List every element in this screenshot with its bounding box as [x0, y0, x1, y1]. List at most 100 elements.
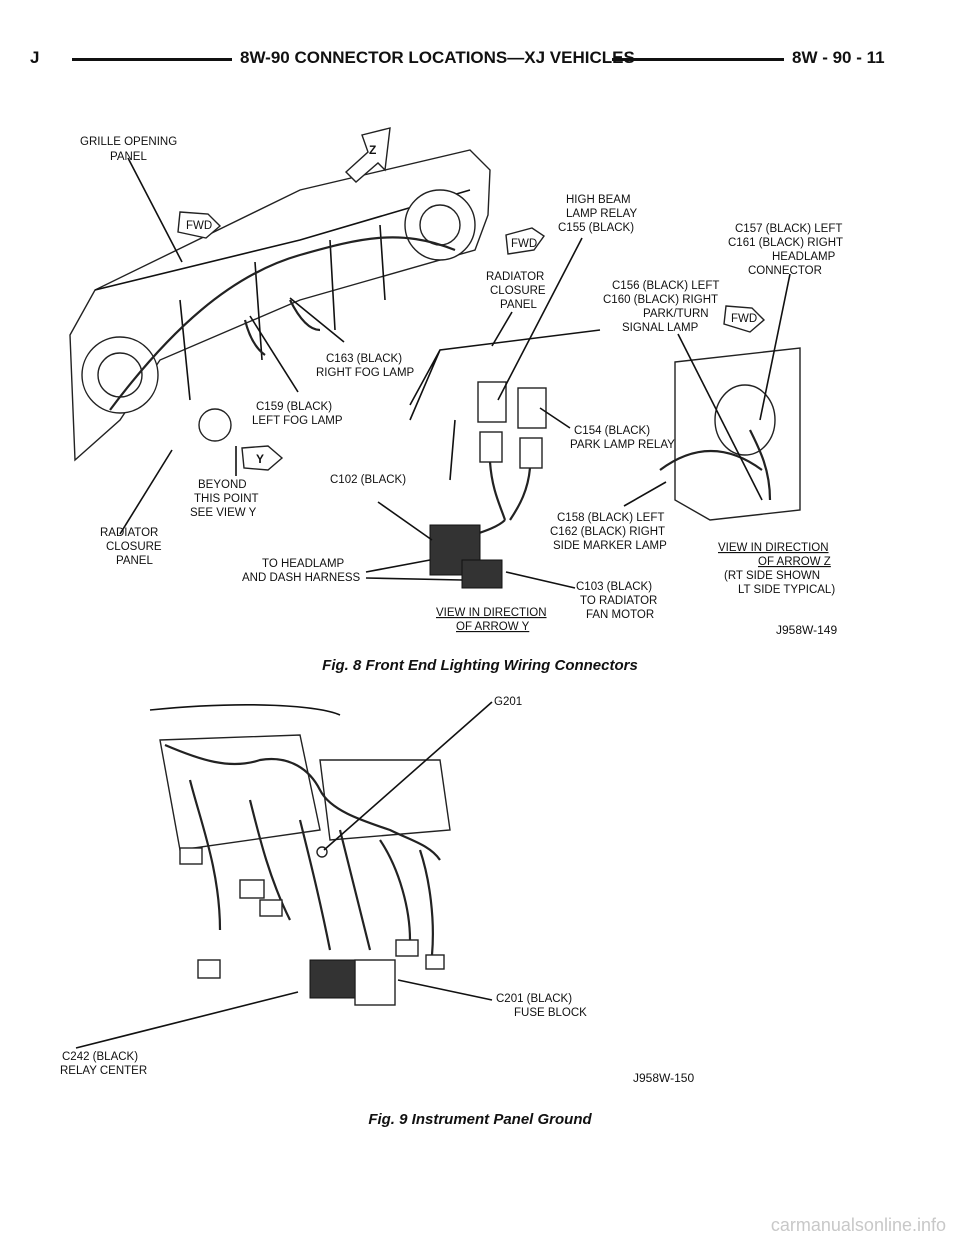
header-page-number: 8W - 90 - 11 — [792, 48, 885, 67]
leader-c159 — [249, 315, 299, 393]
header-title: 8W-90 CONNECTOR LOCATIONS—XJ VEHICLES — [240, 48, 635, 67]
panel-harness-wire — [109, 236, 456, 411]
relay-connector-2 — [519, 437, 543, 469]
label-view-y-l2: OF ARROW Y — [456, 621, 530, 633]
fwd-arrow-icon-1 — [177, 211, 222, 239]
ip-connector-4 — [197, 959, 221, 979]
park-lamp-relay — [517, 387, 547, 429]
fog-lamp-wire-left — [243, 319, 266, 356]
label-rcp-l3: PANEL — [500, 299, 537, 311]
leader-c158 — [623, 481, 667, 507]
leader-c242 — [75, 991, 299, 1049]
figure-8-front-end-lighting: Z FWD FWD FWD Y — [0, 110, 960, 650]
label-c158-l3: SIDE MARKER LAMP — [553, 540, 667, 552]
ip-harness-branch-4 — [338, 829, 372, 951]
right-headlamp-inner — [419, 204, 461, 246]
label-c158-l1: C158 (BLACK) LEFT — [557, 512, 664, 524]
label-c156-l1: C156 (BLACK) LEFT — [612, 280, 719, 292]
dash-panel-right — [319, 759, 451, 841]
label-c103-l1: C103 (BLACK) — [576, 581, 652, 593]
leader-radiator-closure-2 — [119, 449, 173, 535]
leader-to-headlamp-2 — [365, 577, 463, 581]
ip-connector-1 — [179, 847, 203, 865]
figure-9-instrument-panel-ground: G201 C201 (BLACK) FUSE BLOCK C242 (BLACK… — [0, 690, 960, 1100]
dash-top-edge — [149, 704, 341, 716]
arrow-z-letter: Z — [369, 143, 376, 157]
arrow-y-icon — [241, 445, 284, 471]
label-c154-l1: C154 (BLACK) — [574, 425, 650, 437]
fwd-label-1: FWD — [186, 220, 212, 232]
ip-connector-2 — [239, 879, 265, 899]
ip-harness-branch-1 — [188, 779, 222, 931]
label-beyond-l3: SEE VIEW Y — [190, 507, 257, 519]
view-z-headlamp-lens — [714, 384, 776, 456]
c242-relay-center-connector — [309, 959, 356, 999]
fwd-arrow-icon-2 — [505, 227, 545, 255]
view-z-harness — [659, 429, 772, 501]
figure-9-caption: Fig. 9 Instrument Panel Ground — [368, 1111, 592, 1128]
label-g201: G201 — [494, 696, 522, 708]
label-view-z-l2: OF ARROW Z — [758, 556, 831, 568]
fog-lamp-ring — [198, 408, 232, 442]
label-hb-l2: LAMP RELAY — [566, 208, 637, 220]
c201-fuse-block-connector — [354, 959, 396, 1006]
ip-harness-branch-3 — [298, 819, 332, 951]
label-rcp-l1: RADIATOR — [486, 271, 544, 283]
ip-connector-5 — [395, 939, 419, 957]
label-c103-l3: FAN MOTOR — [586, 609, 654, 621]
label-grille-l1: GRILLE OPENING — [80, 136, 177, 148]
figure-9-illustration: G201 C201 (BLACK) FUSE BLOCK C242 (BLACK… — [60, 696, 694, 1085]
figure-8-illustration: Z FWD FWD FWD Y — [69, 127, 843, 637]
label-c158-l2: C162 (BLACK) RIGHT — [550, 526, 665, 538]
label-th-l1: TO HEADLAMP — [262, 558, 345, 570]
fwd-label-2: FWD — [511, 238, 537, 250]
label-c156-l2: C160 (BLACK) RIGHT — [603, 294, 718, 306]
label-view-z-l1: VIEW IN DIRECTION — [718, 542, 829, 554]
label-rcp2-l2: CLOSURE — [106, 541, 162, 553]
ip-connector-3 — [259, 899, 283, 917]
figure-8-caption: Fig. 8 Front End Lighting Wiring Connect… — [322, 657, 638, 674]
grille-slots — [179, 224, 386, 401]
label-beyond-l1: BEYOND — [198, 479, 247, 491]
leader-c157 — [759, 273, 791, 421]
header-rule-right — [612, 58, 784, 61]
leader-c154 — [539, 407, 571, 429]
header-left-letter: J — [30, 48, 40, 67]
label-beyond-l2: THIS POINT — [194, 493, 259, 505]
fig8-code: J958W-149 — [776, 623, 837, 637]
label-c157-l1: C157 (BLACK) LEFT — [735, 223, 842, 235]
label-view-y-l1: VIEW IN DIRECTION — [436, 607, 547, 619]
fwd-arrow-icon-3 — [723, 305, 766, 333]
ip-harness-main — [164, 743, 441, 861]
label-c201-l1: C201 (BLACK) — [496, 993, 572, 1005]
ip-harness-branch-5 — [379, 839, 412, 941]
leader-radiator-closure — [491, 311, 513, 347]
footer-watermark: carmanualsonline.info — [770, 1215, 946, 1235]
leader-grille-panel — [127, 157, 183, 263]
label-rcp2-l1: RADIATOR — [100, 527, 158, 539]
ip-harness-branch-2 — [248, 799, 291, 921]
label-c103-l2: TO RADIATOR — [580, 595, 657, 607]
label-view-z-l3: (RT SIDE SHOWN — [724, 570, 820, 582]
ip-harness-branch-6 — [418, 849, 434, 956]
high-beam-relay — [477, 381, 507, 423]
dash-panel-left — [159, 734, 321, 851]
fwd-label-3: FWD — [731, 313, 757, 325]
label-th-l2: AND DASH HARNESS — [242, 572, 361, 584]
label-rcp-l2: CLOSURE — [490, 285, 546, 297]
leader-c156 — [677, 333, 763, 501]
relay-connector-1 — [479, 431, 503, 463]
label-hb-l1: HIGH BEAM — [566, 194, 631, 206]
c103-connector-body — [461, 559, 503, 589]
arrow-y-letter: Y — [256, 452, 264, 466]
label-c201-l2: FUSE BLOCK — [514, 1007, 587, 1019]
arrow-z-icon — [344, 127, 391, 183]
label-c157-l3: HEADLAMP — [772, 251, 836, 263]
label-c154-l2: PARK LAMP RELAY — [570, 439, 675, 451]
page-header: J 8W-90 CONNECTOR LOCATIONS—XJ VEHICLES … — [0, 40, 960, 80]
label-hb-l3: C155 (BLACK) — [558, 222, 634, 234]
leader-high-beam-relay — [497, 237, 583, 401]
label-c163-l1: C163 (BLACK) — [326, 353, 402, 365]
label-c163-l2: RIGHT FOG LAMP — [316, 367, 415, 379]
left-headlamp-inner — [97, 352, 143, 398]
